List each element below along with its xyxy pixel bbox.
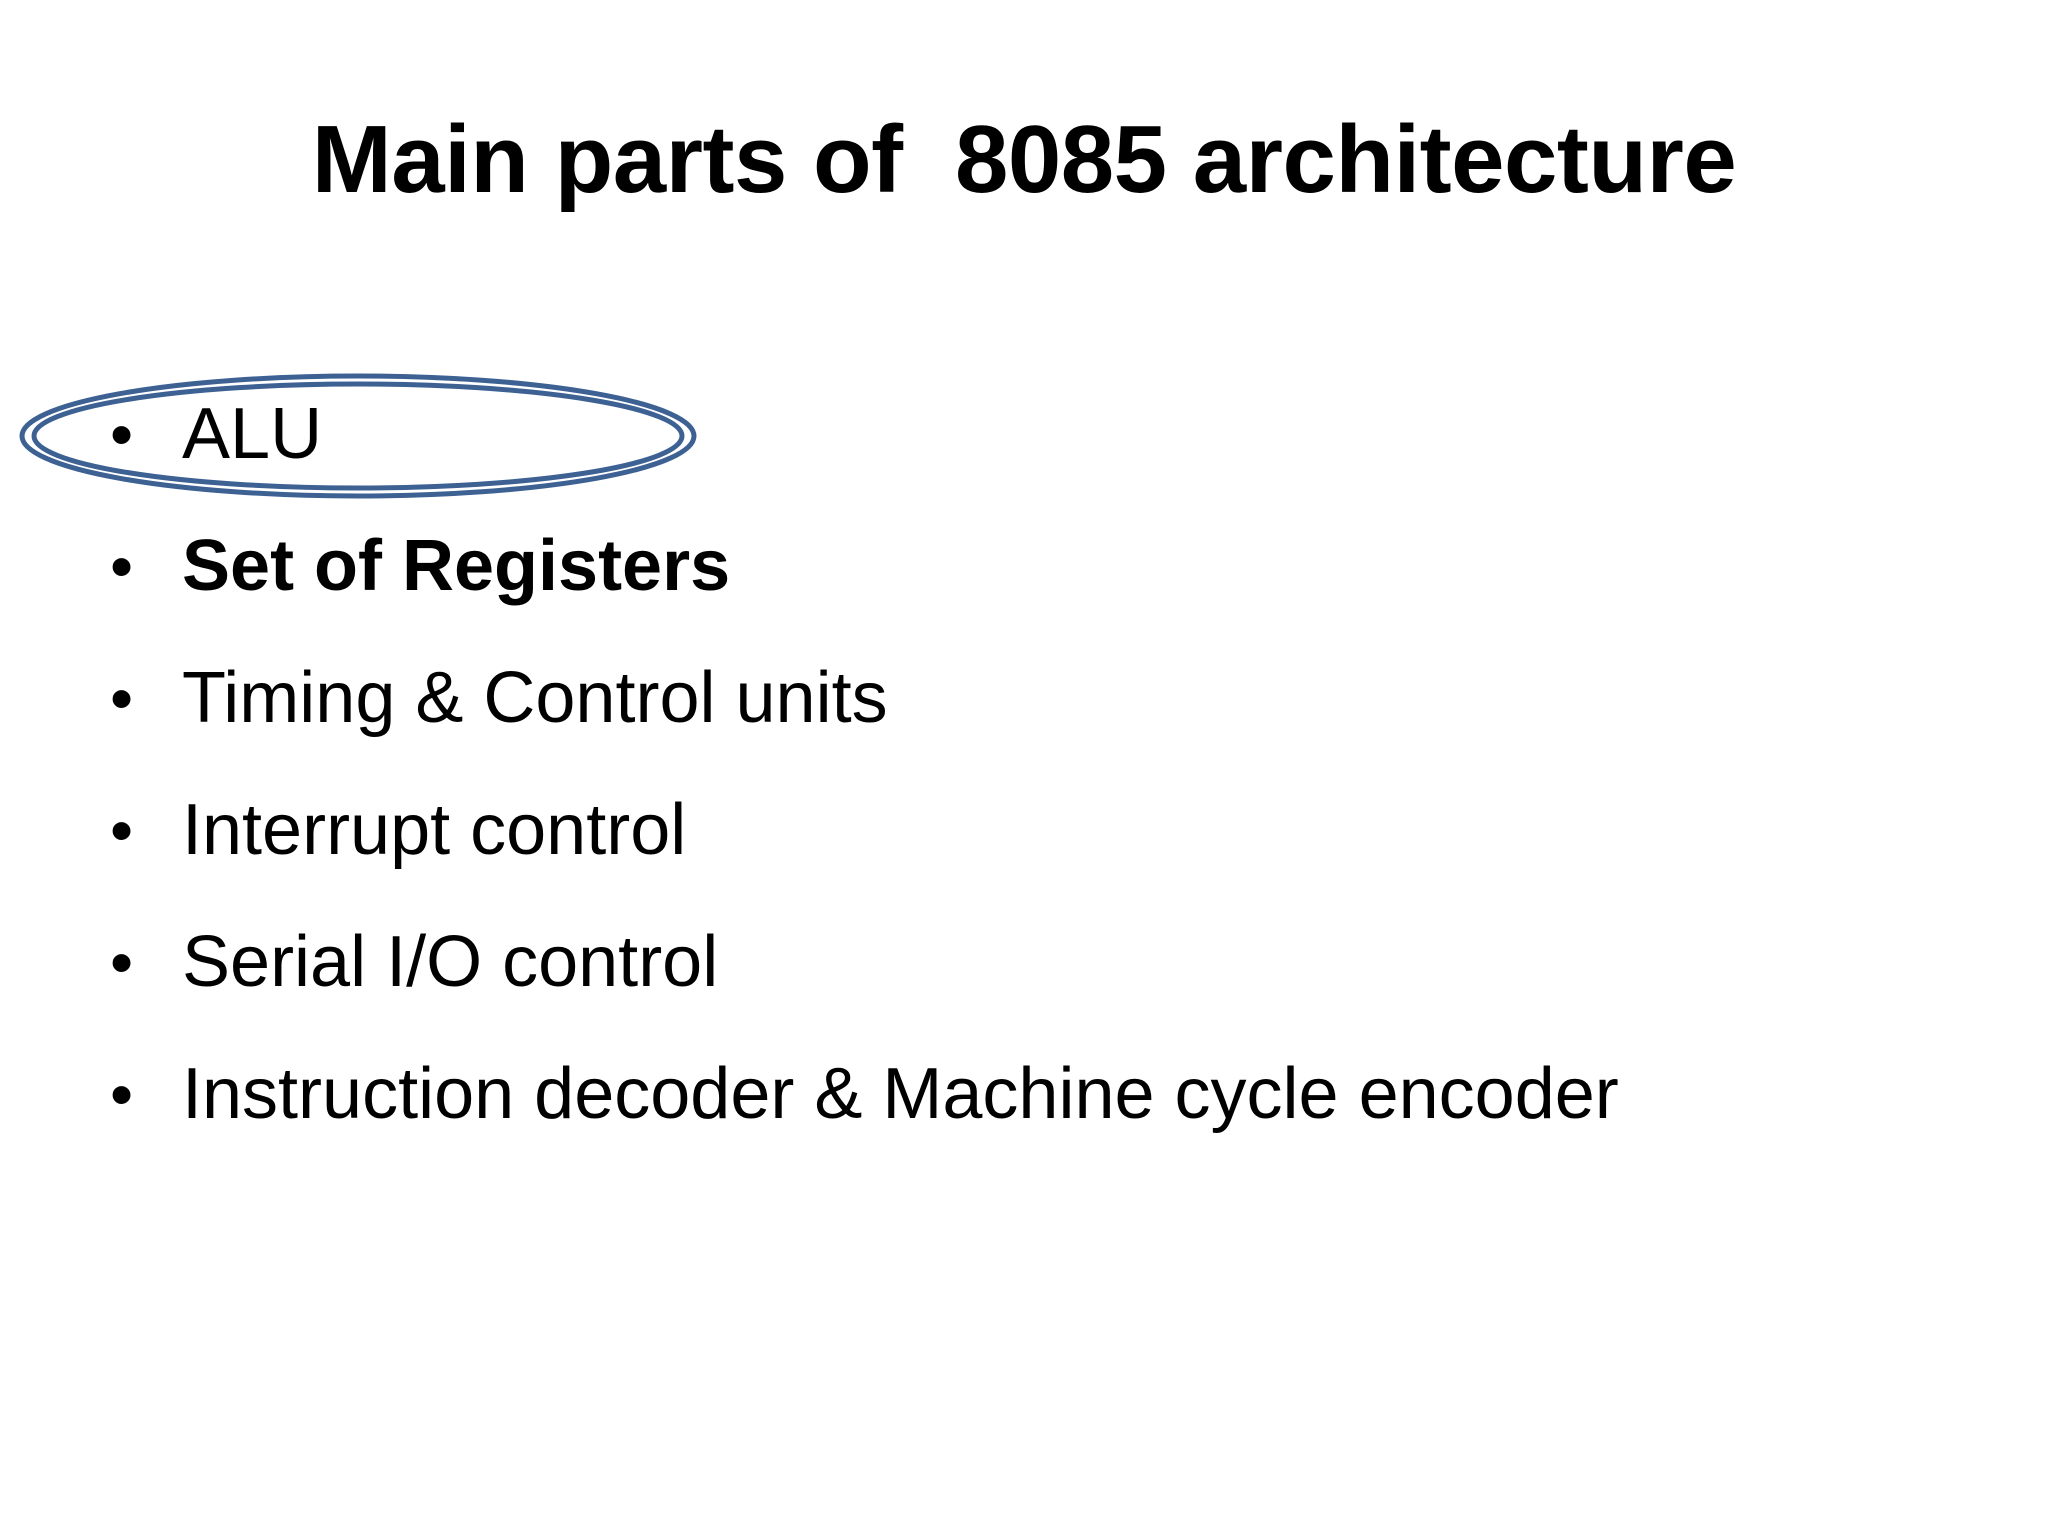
bullet-point-icon: • (110, 397, 134, 471)
list-item-label: Set of Registers (182, 526, 731, 606)
bullet-point-icon: • (110, 793, 134, 867)
list-item[interactable]: • Set of Registers (110, 500, 2010, 632)
list-item[interactable]: • Interrupt control (110, 764, 2010, 896)
bullet-list: • ALU • Set of Registers • Timing & Cont… (110, 368, 2010, 1160)
list-item[interactable]: • Serial I/O control (110, 896, 2010, 1028)
list-item-label: Interrupt control (182, 790, 687, 870)
bullet-point-icon: • (110, 661, 134, 735)
list-item-label: ALU (182, 394, 323, 474)
list-item[interactable]: • ALU (110, 368, 2010, 500)
list-item-label: Serial I/O control (182, 922, 719, 1002)
bullet-point-icon: • (110, 1057, 134, 1131)
list-item[interactable]: • Instruction decoder & Machine cycle en… (110, 1028, 2010, 1160)
list-item[interactable]: • Timing & Control units (110, 632, 2010, 764)
page-title: Main parts of 8085 architecture (311, 106, 1737, 213)
list-item-label: Timing & Control units (182, 658, 888, 738)
list-item-label: Instruction decoder & Machine cycle enco… (182, 1054, 1619, 1134)
bullet-point-icon: • (110, 925, 134, 999)
bullet-point-icon: • (110, 529, 134, 603)
